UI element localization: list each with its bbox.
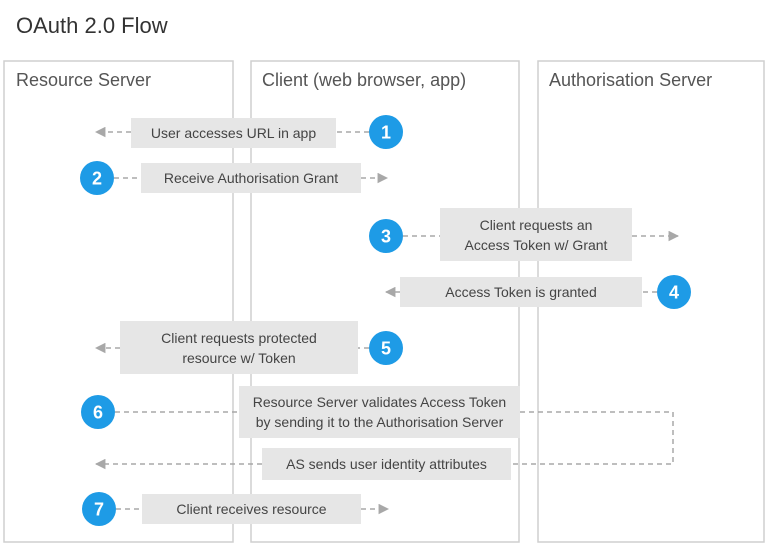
step-markers: 1 2 3 4 5 6 7 xyxy=(80,115,691,526)
step-3-marker xyxy=(369,219,403,253)
lane-title-authorisation-server: Authorisation Server xyxy=(549,70,712,90)
step-7-number: 7 xyxy=(94,500,104,520)
step-3-number: 3 xyxy=(381,227,391,247)
step-6-number: 6 xyxy=(93,403,103,423)
step-box xyxy=(440,208,632,261)
lane-resource-server xyxy=(3,60,234,543)
step-7-text: Client receives resource xyxy=(176,501,326,517)
lane-title-client: Client (web browser, app) xyxy=(262,70,466,90)
step-4-text: Access Token is granted xyxy=(445,284,597,300)
diagram-title: OAuth 2.0 Flow xyxy=(16,13,168,38)
step-6b-text: AS sends user identity attributes xyxy=(286,456,487,472)
step-5-number: 5 xyxy=(381,339,391,359)
step-6-text-line2: by sending it to the Authorisation Serve… xyxy=(256,414,504,430)
step-boxes xyxy=(120,118,642,524)
step-5-text-line1: Client requests protected xyxy=(161,330,317,346)
step-box xyxy=(131,118,336,148)
step-7-marker xyxy=(82,492,116,526)
step-2-number: 2 xyxy=(92,169,102,189)
step-labels: User accesses URL in app Receive Authori… xyxy=(151,125,608,517)
step-5-text-line2: resource w/ Token xyxy=(182,350,295,366)
step-box xyxy=(142,494,361,524)
step-box xyxy=(400,277,642,307)
step-box xyxy=(141,163,361,193)
step-box xyxy=(239,386,520,438)
step-1-marker xyxy=(369,115,403,149)
step-6-text-line1: Resource Server validates Access Token xyxy=(253,394,506,410)
step-5-marker xyxy=(369,331,403,365)
step-2-marker xyxy=(80,161,114,195)
step-2-text: Receive Authorisation Grant xyxy=(164,170,338,186)
step-6-marker xyxy=(81,395,115,429)
step-3-text-line1: Client requests an xyxy=(480,217,593,233)
step-4-marker xyxy=(657,275,691,309)
step-1-text: User accesses URL in app xyxy=(151,125,316,141)
step-box xyxy=(120,321,358,374)
connector-loop xyxy=(511,411,674,465)
lane-title-resource-server: Resource Server xyxy=(16,70,151,90)
step-box xyxy=(262,448,511,480)
step-3-text-line2: Access Token w/ Grant xyxy=(465,237,608,253)
swimlanes: Resource Server Client (web browser, app… xyxy=(3,60,765,543)
step-1-number: 1 xyxy=(381,123,391,143)
step-4-number: 4 xyxy=(669,283,679,303)
connectors xyxy=(94,126,680,515)
